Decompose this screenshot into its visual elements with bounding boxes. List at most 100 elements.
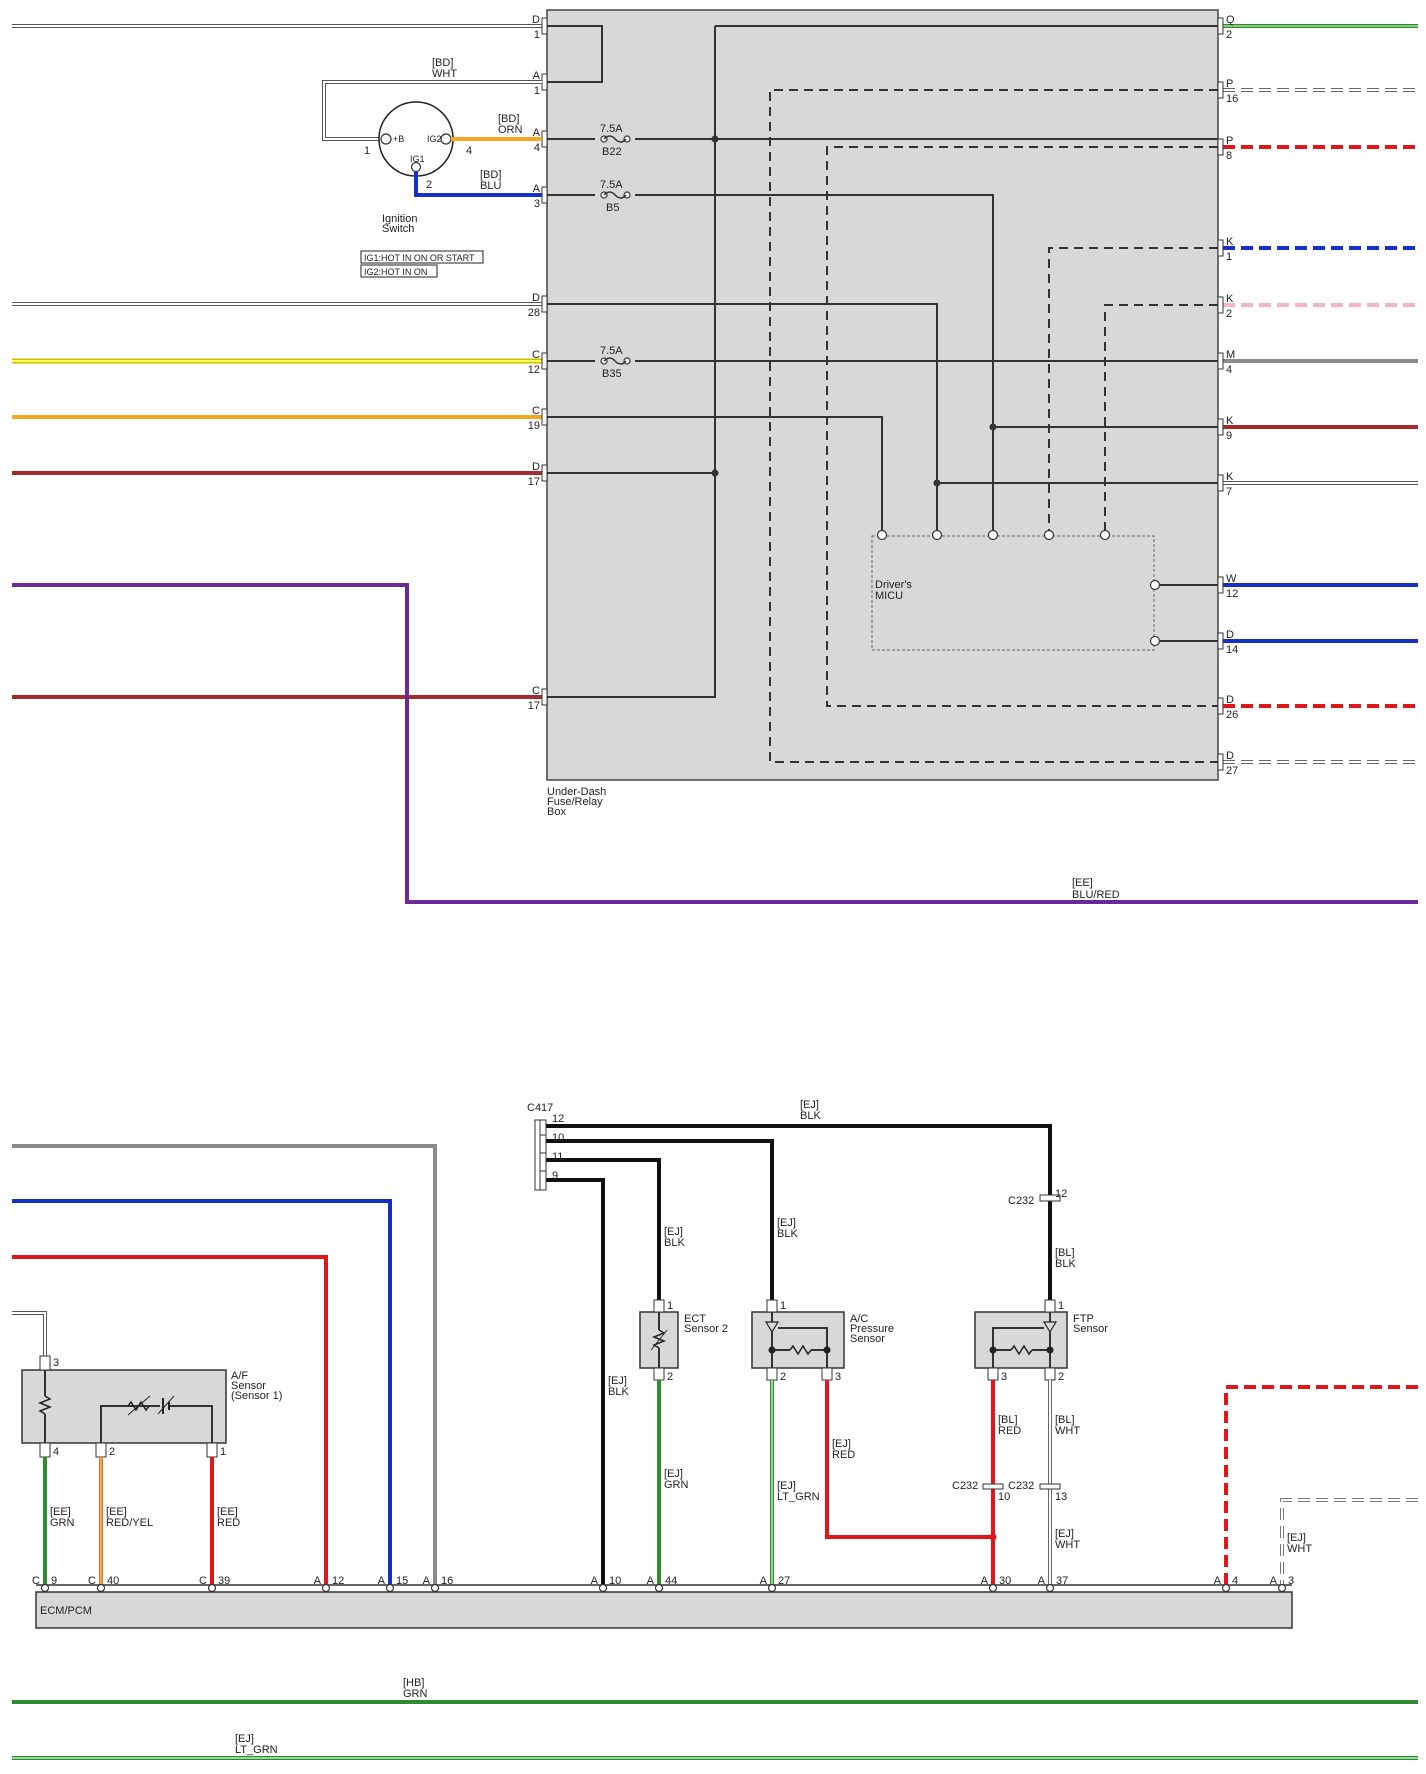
under-dash-fuse-relay-box (546, 9, 1219, 781)
lp-3-n: 3 (534, 198, 540, 210)
ign-pin1: 1 (364, 145, 370, 157)
top-blk-color: BLK (800, 1110, 821, 1122)
lp-5-l: C (532, 349, 540, 361)
ign-label-2: Switch (382, 223, 414, 235)
ecm-pin-8-n: 27 (778, 1575, 790, 1587)
ign-ig2: IG2 (427, 134, 442, 144)
c417-pin-11: 11 (552, 1151, 563, 1163)
bottom-hb-harness: [HB] (403, 1677, 424, 1689)
lp-6-l: C (532, 405, 540, 417)
lp-0-l: D (532, 14, 540, 26)
fuse-box-right-wires (1223, 24, 1418, 764)
lp-2-n: 4 (534, 142, 540, 154)
c417-pin-9: 9 (552, 1170, 558, 1182)
ac-pin-b1: 2 (780, 1371, 786, 1383)
rp-5-n: 4 (1226, 364, 1232, 376)
bottom-ej-color: LT_GRN (235, 1744, 278, 1756)
ecm-pcm: ECM/PCM C 9 C 40 C 39 A 12 A 15 A 16 A 1… (32, 1575, 1294, 1629)
ign-plus-b: +B (393, 134, 404, 144)
lp-6-n: 19 (528, 420, 540, 432)
ign-wht-color: WHT (432, 68, 457, 80)
rp-7-l: K (1226, 471, 1234, 483)
ac-pressure-sensor: 1 2 3 A/C Pressure Sensor [EJ] BLK [EJ] … (751, 1217, 993, 1585)
top-blk-harness: [EJ] (800, 1099, 819, 1111)
af-sensor-wires: [EE] GRN [EE] RED/YEL [EE] RED (43, 1457, 240, 1585)
lp-4-l: D (532, 292, 540, 304)
ecm-pin-0-n: 9 (51, 1575, 57, 1587)
lp-1-n: 1 (534, 85, 540, 97)
ecm-blk-harness: [EJ] (608, 1375, 627, 1387)
ftp-wht-lower-color: WHT (1055, 1539, 1080, 1551)
ac-b1-color: LT_GRN (777, 1491, 820, 1503)
rp-9-l: D (1226, 629, 1234, 641)
ect-top-color: BLK (664, 1237, 685, 1249)
af-pin-b2: 2 (109, 1446, 115, 1458)
rp-1-l: P (1226, 78, 1233, 90)
ftp-top-harness: [BL] (1055, 1247, 1075, 1259)
lower-left-wires (12, 1144, 437, 1585)
ac-top-color: BLK (777, 1228, 798, 1240)
ect-pin-top: 1 (667, 1300, 673, 1312)
af-w2-color: RED/YEL (106, 1517, 153, 1529)
af-w2-harness: [EE] (106, 1506, 127, 1518)
rp-4-n: 2 (1226, 308, 1232, 320)
af-sensor: 3 4 2 1 A/F Sensor (Sensor 1) (21, 1355, 282, 1458)
ftp-label-1: FTP (1073, 1313, 1094, 1325)
af-w3-harness: [EE] (217, 1506, 238, 1518)
ecm-pin-11-n: 4 (1232, 1575, 1238, 1587)
ignition-switch: +B IG2 IG1 1 2 4 [BD] WHT [BD] ORN [BD] … (322, 57, 542, 278)
blu-red-color: BLU/RED (1072, 889, 1120, 901)
ecm-pin-5-l: A (423, 1575, 431, 1587)
ect-pin-bot: 2 (667, 1371, 673, 1383)
c232-top-pin: 12 (1055, 1188, 1067, 1200)
rp-3-l: K (1226, 236, 1234, 248)
micu-label-2: MICU (875, 590, 903, 602)
fuse-box-label-1: Under-Dash (547, 786, 606, 798)
ecm-pin-1-n: 40 (107, 1575, 119, 1587)
ftp-top-color: BLK (1055, 1258, 1076, 1270)
fuse-b35: 7.5A B35 (600, 345, 631, 380)
ign-label-1: Ignition (382, 213, 417, 225)
ect-bot-color: GRN (664, 1479, 689, 1491)
ftp-pin-b2: 2 (1058, 1371, 1064, 1383)
c417-pin-12: 12 (552, 1113, 564, 1125)
ecm-pin-5-n: 16 (441, 1575, 453, 1587)
ecm-pin-4-n: 15 (396, 1575, 408, 1587)
ecm-pin-11-l: A (1214, 1575, 1222, 1587)
bottom-wires: [HB] GRN [EJ] LT_GRN (12, 1677, 1418, 1760)
ac-pin-b2: 3 (835, 1371, 841, 1383)
fuse-b22: 7.5A B22 (600, 123, 631, 158)
ecm-pin-1-l: C (88, 1575, 96, 1587)
rp-0-n: 2 (1226, 29, 1232, 41)
fuse-b22-rating: 7.5A (600, 123, 623, 135)
lp-7-l: D (532, 461, 540, 473)
lp-7-n: 17 (528, 476, 540, 488)
right-wht-harness: [EJ] (1287, 1532, 1306, 1544)
ign-orn-harness: [BD] (498, 113, 519, 125)
ign-wht-harness: [BD] (432, 57, 453, 69)
ecm-label: ECM/PCM (40, 1605, 92, 1617)
ign-pin4: 4 (466, 145, 472, 157)
rp-9-n: 14 (1226, 644, 1238, 656)
c232-name-b: C232 (1008, 1480, 1034, 1492)
rp-2-l: P (1226, 135, 1233, 147)
rp-11-l: D (1226, 750, 1234, 762)
af-w1-color: GRN (50, 1517, 75, 1529)
rp-7-n: 7 (1226, 486, 1232, 498)
ecm-pin-12-n: 3 (1288, 1575, 1294, 1587)
af-pin-b1: 4 (53, 1446, 59, 1458)
ecm-pin-6-n: 10 (609, 1575, 621, 1587)
ect-top-harness: [EJ] (664, 1226, 683, 1238)
ac-b2-color: RED (832, 1449, 855, 1461)
ftp-wht-lower-harness: [EJ] (1055, 1528, 1074, 1540)
ecm-pin-8-l: A (760, 1575, 768, 1587)
ac-label-3: Sensor (850, 1333, 885, 1345)
af-label-2: Sensor (231, 1380, 266, 1392)
ftp-pin-top: 1 (1058, 1300, 1064, 1312)
ftp-b2-harness: [BL] (1055, 1414, 1075, 1426)
ac-b2-harness: [EJ] (832, 1438, 851, 1450)
blu-red-harness: [EE] (1072, 877, 1093, 889)
fuse-box-internal-wiring (547, 25, 1218, 698)
ecm-pin-2-l: C (199, 1575, 207, 1587)
ecm-pin-2-n: 39 (218, 1575, 230, 1587)
